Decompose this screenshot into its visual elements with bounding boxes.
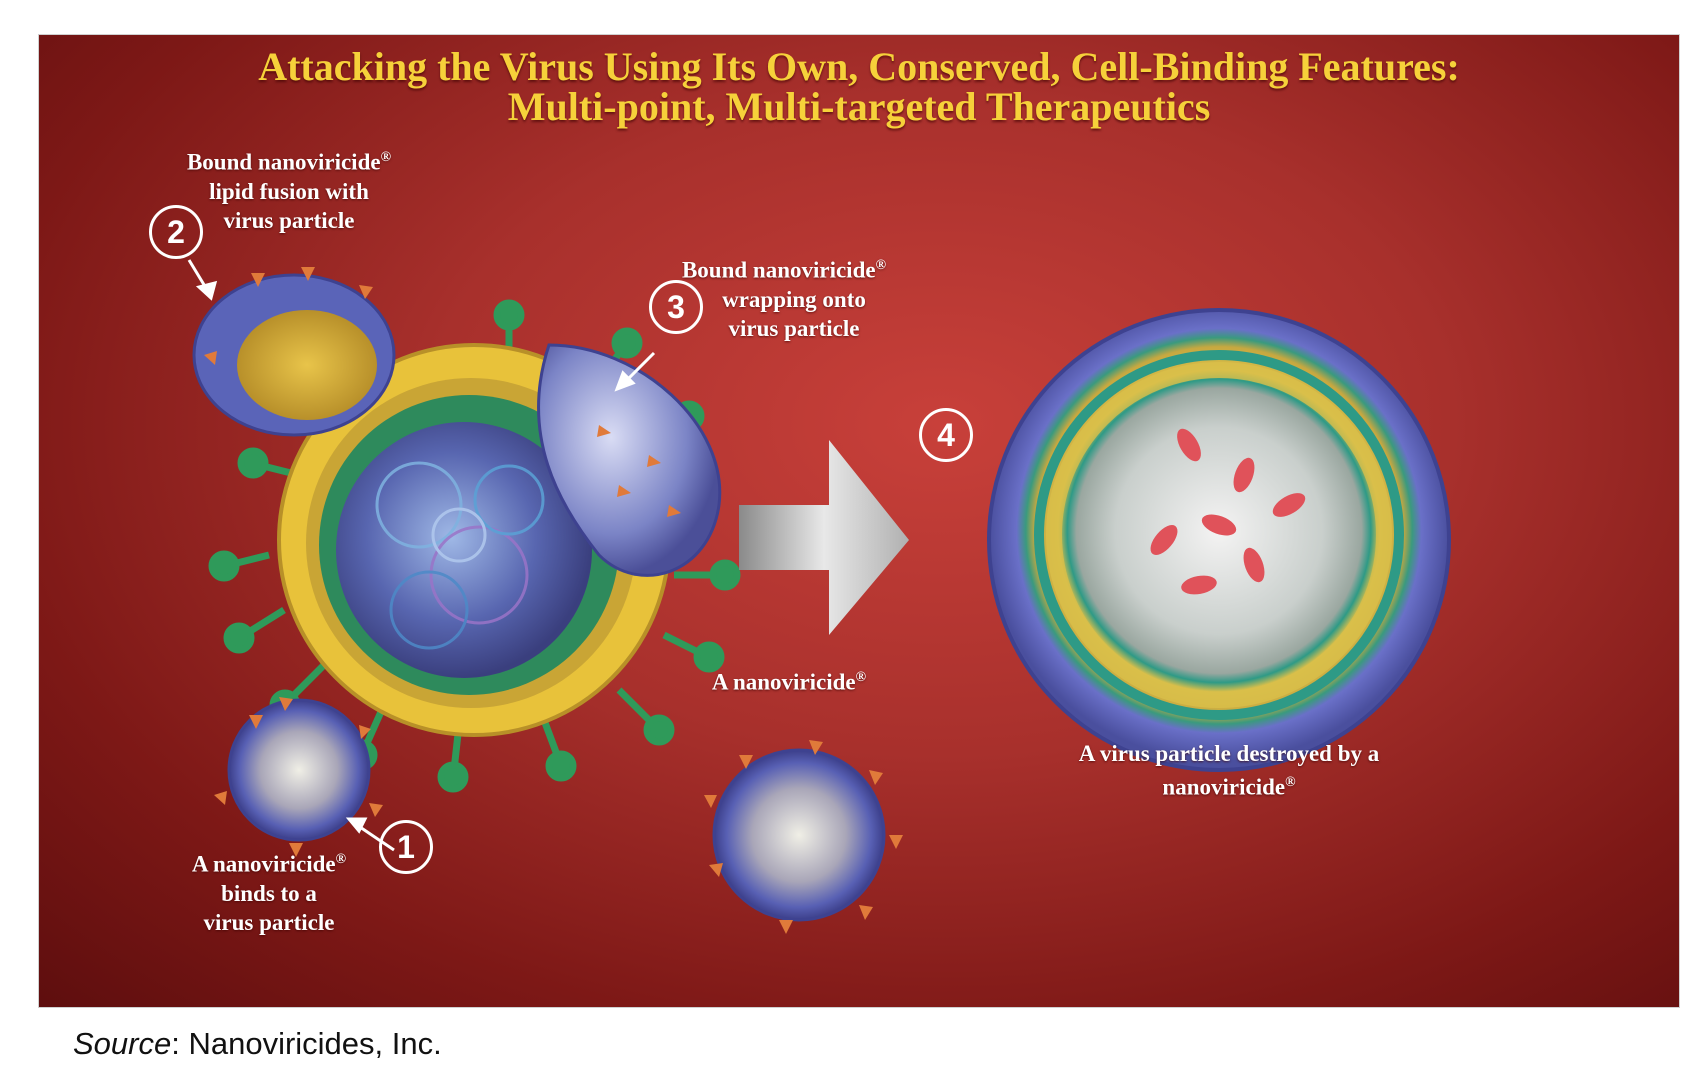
free-nanoviricide — [704, 740, 903, 934]
label-step-2: Bound nanoviricide® lipid fusion with vi… — [186, 149, 392, 233]
transition-arrow — [739, 440, 909, 635]
diagram-title-line-1: Attacking the Virus Using Its Own, Conse… — [258, 44, 1460, 89]
source-text: : Nanoviricides, Inc. — [171, 1026, 442, 1061]
binding-nanoviricide — [214, 697, 383, 857]
label-step-4: A virus particle destroyed by a nanoviri… — [1078, 741, 1380, 800]
source-prefix: Source — [73, 1026, 172, 1061]
step-badge-2: 2 — [149, 205, 203, 259]
label-step-3: Bound nanoviricide® wrapping onto virus … — [681, 257, 887, 341]
virus-particle — [208, 299, 741, 793]
destroyed-virus-particle — [987, 308, 1451, 772]
diagram-artwork — [187, 259, 1451, 934]
virus-genome — [375, 461, 545, 650]
label-step-1: A nanoviricide® binds to a virus particl… — [191, 851, 347, 935]
fusion-nanoviricide — [192, 267, 396, 437]
source-caption: Source: Nanoviricides, Inc. — [73, 1026, 442, 1062]
step-badge-1: 1 — [379, 820, 433, 874]
step-badge-3: 3 — [649, 280, 703, 334]
label-middle-nanoviricide: A nanoviricide® — [711, 669, 867, 695]
viral-fragments — [1150, 428, 1306, 595]
wrapping-nanoviricide — [537, 343, 722, 577]
step-badge-4: 4 — [919, 408, 973, 462]
diagram-title-line-2: Multi-point, Multi-targeted Therapeutics — [507, 84, 1211, 129]
diagram-figure: Attacking the Virus Using Its Own, Conse… — [38, 34, 1680, 1008]
